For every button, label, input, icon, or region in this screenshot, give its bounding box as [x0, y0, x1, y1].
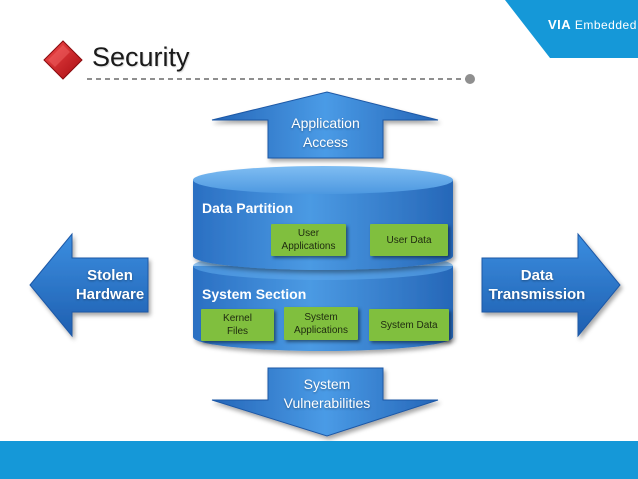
title-underline [87, 74, 475, 84]
title-bullet-diamond-icon [43, 40, 83, 80]
system-applications-box: System Applications [284, 307, 358, 340]
system-vulnerabilities-label: System Vulnerabilities [283, 376, 371, 411]
application-access-label: Application Access [291, 115, 360, 150]
stolen-hardware-arrow [29, 232, 149, 338]
stolen-hardware-label: Stolen Hardware [75, 267, 145, 303]
logo-brand: VIA [548, 17, 571, 32]
logo-suffix: Embedded [574, 18, 637, 32]
data-transmission-arrow [481, 232, 621, 338]
data-partition-title: Data Partition [202, 200, 294, 216]
system-section-title: System Section [202, 286, 307, 302]
system-data-box: System Data [369, 309, 449, 341]
user-data-box: User Data [370, 224, 448, 256]
data-transmission-label: Data Transmission [488, 267, 586, 303]
system-vulnerabilities-arrow [211, 367, 439, 437]
via-embedded-logo: VIA Embedded [548, 17, 637, 32]
footer-bar [0, 441, 638, 479]
kernel-files-box: Kernel Files [201, 309, 274, 341]
application-access-arrow [211, 91, 439, 159]
page-title: Security [92, 42, 190, 72]
user-applications-box: User Applications [271, 224, 346, 256]
